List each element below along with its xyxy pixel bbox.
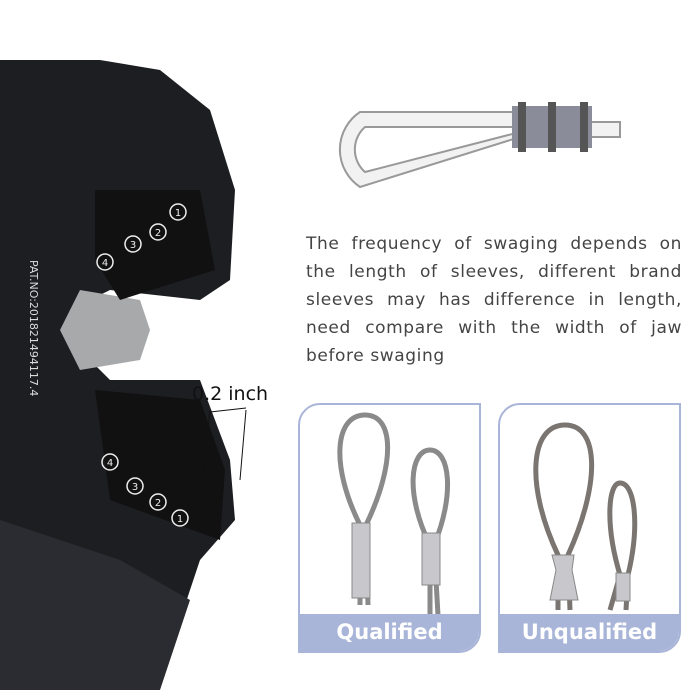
jaw-width-label: 0.2 inch bbox=[192, 383, 269, 405]
description-text: The frequency of swaging depends on the … bbox=[306, 234, 682, 366]
crimping-pliers-image: 1 2 3 4 4 3 2 1 PAT.NO:201821494117.4 bbox=[0, 60, 247, 690]
unqualified-label: Unqualified bbox=[500, 614, 679, 651]
die-number: 2 bbox=[155, 228, 161, 239]
die-number: 4 bbox=[107, 458, 113, 469]
die-number: 2 bbox=[155, 498, 161, 509]
die-number: 3 bbox=[132, 482, 138, 493]
patent-text: PAT.NO:201821494117.4 bbox=[27, 260, 40, 396]
die-number: 4 bbox=[102, 258, 108, 269]
unqualified-panel: Unqualified bbox=[498, 403, 681, 653]
unqualified-cable-image bbox=[533, 422, 638, 611]
die-number: 1 bbox=[175, 208, 181, 219]
sleeve-diagram bbox=[338, 102, 621, 189]
die-number: 1 bbox=[177, 514, 183, 525]
qualified-panel: Qualified bbox=[298, 403, 481, 653]
qualified-cable-image bbox=[337, 412, 451, 616]
die-number: 3 bbox=[130, 240, 136, 251]
qualified-label: Qualified bbox=[300, 614, 479, 651]
